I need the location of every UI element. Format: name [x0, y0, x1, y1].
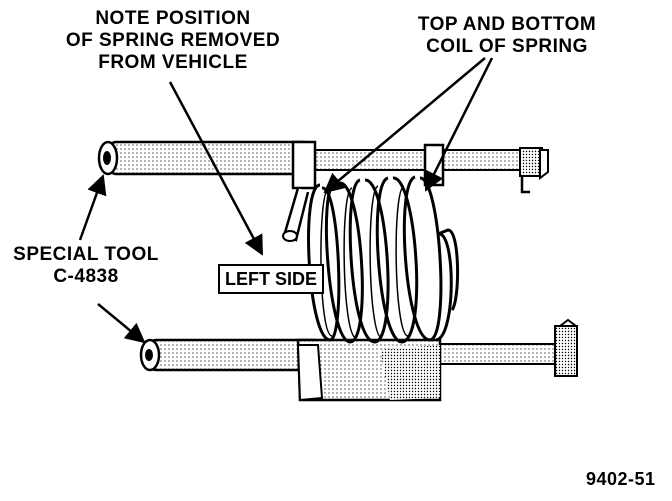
coil-spring	[307, 175, 460, 344]
leader-lines	[78, 57, 494, 344]
note-line-3: FROM VEHICLE	[98, 52, 248, 73]
note-position-callout: NOTE POSITION OF SPRING REMOVED FROM VEH…	[58, 8, 288, 74]
tool-line-2: C-4838	[53, 266, 119, 287]
coil-callout: TOP AND BOTTOM COIL OF SPRING	[392, 14, 622, 58]
tool-upper-leader	[78, 174, 107, 241]
note-line-2: OF SPRING REMOVED	[65, 30, 281, 51]
tool-line-1: SPECIAL TOOL	[13, 244, 159, 265]
top-coil-leader	[323, 57, 486, 194]
special-tool-callout: SPECIAL TOOL C-4838	[6, 244, 166, 288]
figure-number: 9402-51	[586, 469, 656, 489]
left-side-label: LEFT SIDE	[218, 264, 325, 294]
lower-tool-rod	[139, 318, 578, 402]
bottom-coil-leader	[424, 57, 494, 192]
coil-line-1: TOP AND BOTTOM	[417, 14, 597, 35]
coil-line-2: COIL OF SPRING	[426, 36, 588, 57]
tool-lower-leader	[97, 303, 146, 344]
note-leader	[168, 81, 264, 256]
note-line-1: NOTE POSITION	[95, 8, 251, 29]
upper-tool-rod	[97, 140, 549, 242]
